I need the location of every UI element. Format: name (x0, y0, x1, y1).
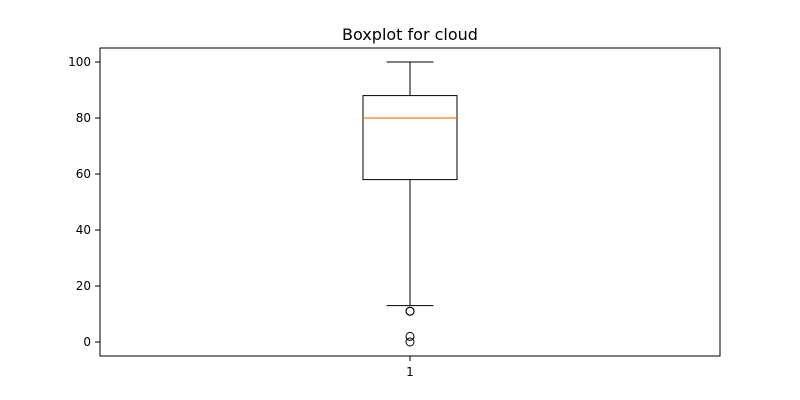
iqr-box (362, 95, 458, 181)
x-tick-label: 1 (406, 365, 414, 379)
y-tick-label: 40 (76, 223, 91, 237)
chart-title: Boxplot for cloud (342, 25, 478, 44)
outlier-point (405, 337, 415, 347)
y-tick-label: 60 (76, 167, 91, 181)
outlier-point (405, 306, 415, 316)
y-tick-label: 100 (68, 55, 91, 69)
plot-area: 0 20 40 60 80 100 1 (68, 47, 721, 379)
y-tick-label: 20 (76, 279, 91, 293)
y-tick-label: 80 (76, 111, 91, 125)
outlier-point (405, 331, 415, 341)
y-tick-label: 0 (83, 335, 91, 349)
